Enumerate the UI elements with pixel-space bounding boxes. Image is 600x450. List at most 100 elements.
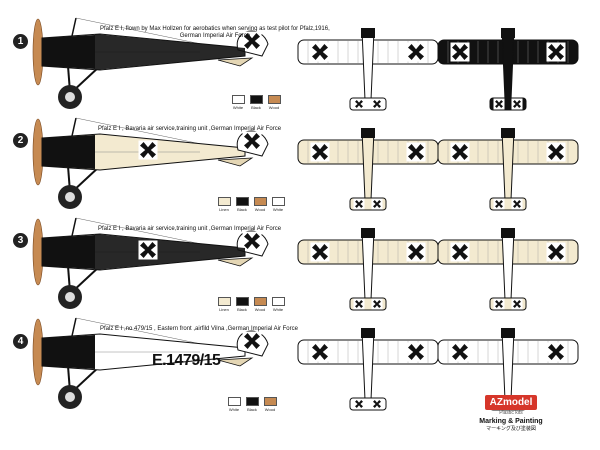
profile-caption-3: Pfalz E I , Bavaria air service,training… [98,226,282,232]
color-swatch-label: Wood [264,407,276,412]
fuselage-black-panel [95,234,245,270]
wheel-hub [65,292,75,302]
color-swatch [236,197,249,206]
cowling-top [501,328,515,338]
color-swatch-label: Linen [219,307,229,312]
tail-skid [217,57,254,67]
cowling-top [501,28,515,38]
fuselage-top [361,29,375,101]
profile-caption-1: Pfalz E I, flown by Max Hollzen for aero… [100,26,330,40]
cowling-top [361,228,375,238]
engine-cowling [42,235,95,269]
rudder-cross [244,133,260,149]
wing-cross [312,144,328,160]
fuselage-top [501,129,515,201]
color-swatch [264,397,277,406]
profile-number-2: 2 [13,133,28,148]
cowling-top [361,128,375,138]
tail-cross [513,200,521,208]
fuselage-cross [140,142,156,158]
color-swatch-label: Black [237,207,247,212]
rudder-cross [244,33,260,49]
profile-caption-1-line1: Pfalz E I, flown by Max Hollzen for aero… [100,26,330,32]
wing-cross [548,344,564,360]
wing-cross [548,44,564,60]
color-swatch [272,297,285,306]
color-swatch [272,197,285,206]
tail-cross [513,300,521,308]
engine-cowling [42,135,95,169]
tail-cross [355,100,363,108]
profile-caption-1-line2: German Imperial Air Force [179,33,251,39]
wheel-hub [65,92,75,102]
cowling-top [361,28,375,38]
tail-cross [355,400,363,408]
tail-cross [495,100,503,108]
tail-cross [373,400,381,408]
color-swatch-label: White [272,207,284,212]
color-swatch [228,397,241,406]
wheel-hub [65,392,75,402]
color-swatch [250,95,263,104]
marking-title: Marking & Painting [479,418,543,425]
fuselage-top [361,229,375,301]
fuselage-top [501,329,515,401]
wing-cross [408,344,424,360]
tail-skid [217,357,254,367]
color-swatch [254,197,267,206]
color-swatch-label: Wood [254,307,266,312]
wing-cross [312,244,328,260]
tail-skid [217,257,254,267]
wing-cross [548,244,564,260]
color-swatch-label: Wood [254,207,266,212]
wing-cross [452,44,468,60]
cowling-top [501,128,515,138]
wing-cross [408,144,424,160]
color-swatch [254,297,267,306]
tail-cross [495,200,503,208]
profile-number-1: 1 [13,34,28,49]
color-swatch [218,297,231,306]
wing-cross [548,144,564,160]
fuselage-top [361,129,375,201]
fuselage-cross [140,242,156,258]
cowling-top [361,328,375,338]
engine-cowling [42,35,95,69]
tail-cross [373,100,381,108]
fuselage-black-panel [95,34,245,70]
wheel-hub [65,192,75,202]
color-swatch-label: Wood [268,105,280,110]
color-swatch [232,95,245,104]
rudder-cross [244,233,260,249]
engine-cowling [42,335,95,369]
tail-cross [495,300,503,308]
tail-cross [355,300,363,308]
cabane-strut [71,217,77,237]
cowling-top [501,228,515,238]
brand-tagline: Plastic kits [499,410,523,416]
color-swatch-label: White [272,307,284,312]
wing-cross [452,144,468,160]
color-swatch-label: Black [251,105,261,110]
fuselage-top [361,329,375,401]
color-swatch-label: White [228,407,240,412]
cabane-strut [71,317,77,337]
color-swatch-label: Black [247,407,257,412]
brand-block: AZmodel Plastic kits Marking & Painting … [473,392,549,432]
profile-caption-2: Pfalz E I , Bavaria air service,training… [98,126,282,132]
brand-logo: AZmodel [484,395,538,410]
wing-cross [312,344,328,360]
color-swatch [246,397,259,406]
profile-number-4: 4 [13,334,28,349]
color-swatch-label: White [232,105,244,110]
wing-cross [452,344,468,360]
color-swatch [218,197,231,206]
profile-number-3: 3 [13,233,28,248]
tail-cross [355,200,363,208]
wing-cross [312,44,328,60]
cabane-strut [71,117,77,137]
color-swatch-label: Black [237,307,247,312]
wing-cross [408,44,424,60]
